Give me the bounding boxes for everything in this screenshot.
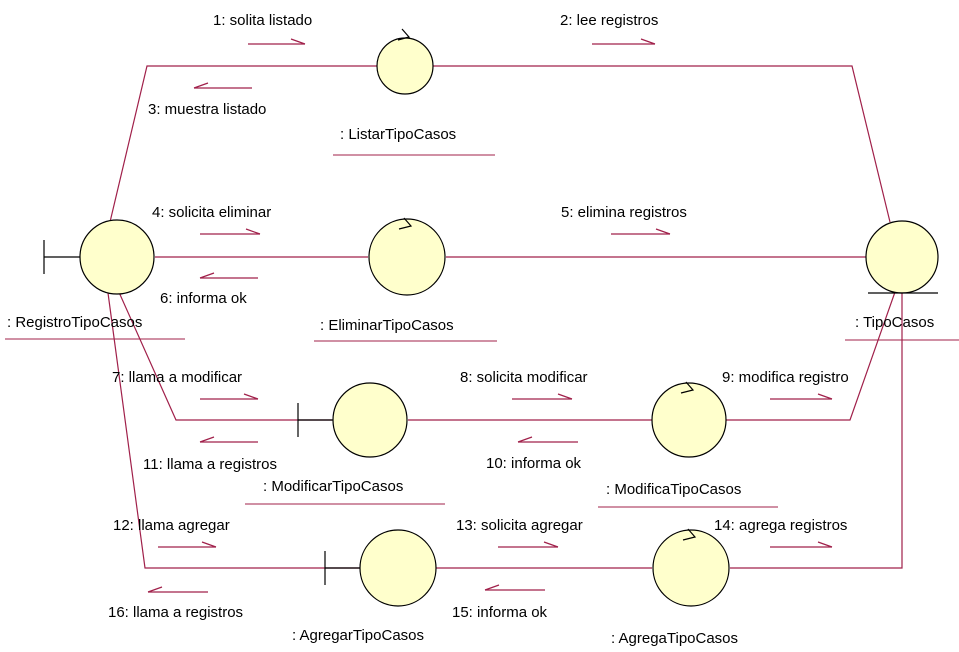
message-11: 11: llama a registros [143,456,277,473]
message-12: 12: llama agregar [113,517,230,534]
message-13: 13: solicita agregar [456,517,583,534]
arrow-m9 [770,393,833,400]
message-8: 8: solicita modificar [460,369,588,386]
arrow-m3 [193,82,252,89]
message-2: 2: lee registros [560,12,658,29]
link-agrega-tipocasos [730,292,903,569]
link-registro-listar [109,65,378,223]
label-agregar: : AgregarTipoCasos [292,627,424,644]
label-eliminar: : EliminarTipoCasos [320,317,454,334]
boundary-icon [359,529,437,607]
message-6: 6: informa ok [160,290,247,307]
label-registro: : RegistroTipoCasos [7,314,142,331]
arrow-m12 [158,541,217,548]
label-agrega: : AgregaTipoCasos [611,630,738,647]
label-tipocasos: : TipoCasos [855,314,934,331]
message-15: 15: informa ok [452,604,548,621]
links [107,65,903,569]
arrow-m10 [517,436,578,443]
message-arrows [147,38,833,593]
message-3: 3: muestra listado [148,101,266,118]
link-registro-agregar [107,292,360,569]
boundary-icon [79,219,155,295]
message-9: 9: modifica registro [722,369,849,386]
arrow-m7 [200,393,259,400]
control-icon [376,37,434,95]
label-modifica: : ModificaTipoCasos [606,481,741,498]
arrow-m15 [484,584,545,591]
link-registro-modificar [117,289,332,421]
control-icon [651,382,727,458]
arrow-m6 [199,272,258,279]
object-agregar[interactable] [324,529,437,607]
link-modifica-tipocasos [726,291,896,421]
arrow-m8 [512,393,573,400]
object-registro[interactable] [43,219,155,295]
boundary-icon [332,382,408,458]
arrow-m16 [147,586,208,593]
entity-icon [865,220,939,294]
object-eliminar[interactable] [368,217,446,296]
object-modificar[interactable] [297,382,408,458]
message-4: 4: solicita eliminar [152,204,271,221]
arrow-m1 [248,38,306,45]
object-tipocasos[interactable] [865,220,939,294]
control-icon [368,218,446,296]
label-modificar: : ModificarTipoCasos [263,478,403,495]
message-7: 7: llama a modificar [112,369,242,386]
arrow-m13 [498,541,559,548]
link-listar-tipocasos [432,65,891,223]
message-14: 14: agrega registros [714,517,847,534]
arrow-m5 [611,228,671,235]
arrow-m2 [592,38,656,45]
object-agrega[interactable] [652,528,730,607]
label-listar: : ListarTipoCasos [340,126,456,143]
message-16: 16: llama a registros [108,604,243,621]
object-modifica[interactable] [651,381,727,458]
arrow-m14 [770,541,833,548]
message-5: 5: elimina registros [561,204,687,221]
arrow-m11 [199,436,258,443]
arrow-m4 [200,228,261,235]
message-1: 1: solita listado [213,12,312,29]
object-listar[interactable] [376,28,434,95]
control-icon [652,529,730,607]
message-10: 10: informa ok [486,455,582,472]
